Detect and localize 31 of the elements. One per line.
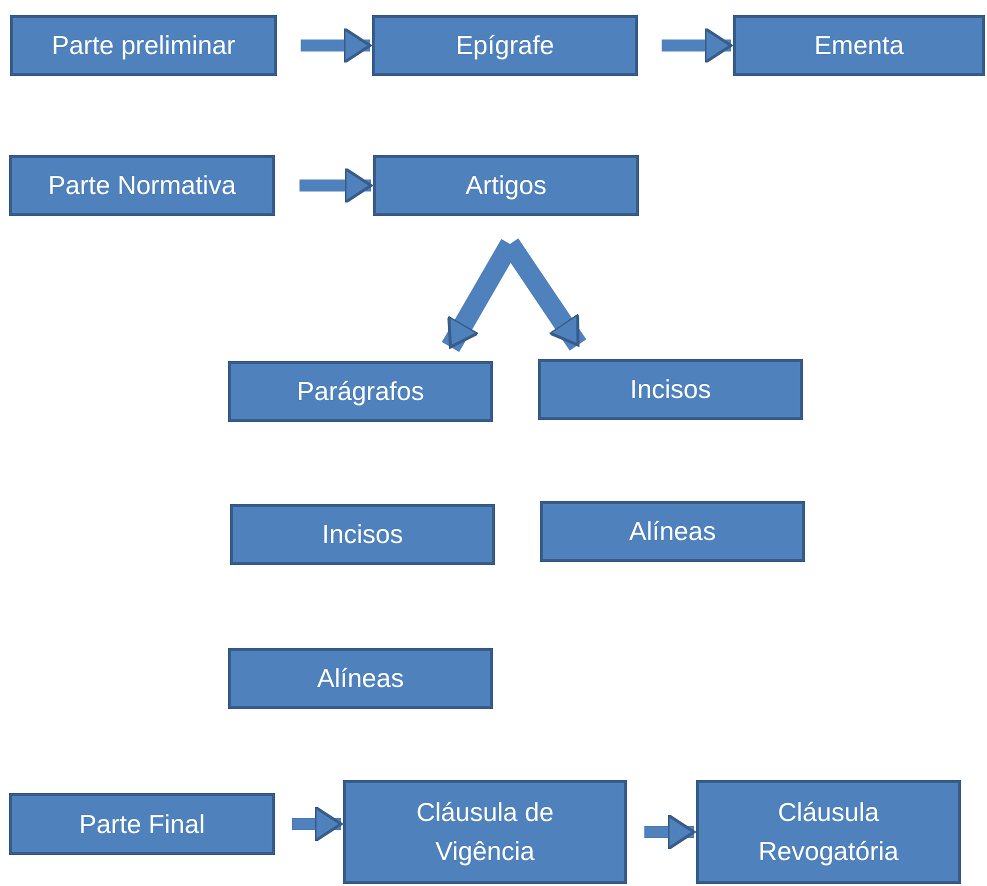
box-label: Incisos [322,518,403,551]
box-label: Alíneas [629,515,716,548]
box-label: Parágrafos [296,375,424,408]
process-box [228,361,493,422]
process-box [230,504,495,565]
box-label: Epígrafe [456,29,554,62]
process-box [373,155,639,216]
box-label: Parte preliminar [52,29,236,62]
box-label: Alíneas [317,662,404,695]
box-label: Incisos [630,373,711,406]
block-arrow [662,27,732,64]
process-box [538,359,803,420]
block-arrow [300,167,372,204]
process-box [10,15,277,76]
box-label: Artigos [466,169,546,202]
box-label: Parte Final [79,808,205,840]
box-label: Cláusula de Vigência [415,796,555,868]
block-arrow [644,814,696,850]
process-box [696,780,961,884]
box-label: Ementa [814,29,904,62]
box-label: Parte Normativa [48,169,236,202]
process-box [9,155,275,216]
process-box [372,15,638,76]
block-arrow [300,27,372,64]
process-box [228,648,493,709]
box-label: Cláusula Revogatória [757,796,900,868]
block-arrow [292,806,342,842]
process-box [9,793,275,855]
process-box [540,501,805,562]
process-box [343,780,627,884]
process-box [733,15,985,76]
